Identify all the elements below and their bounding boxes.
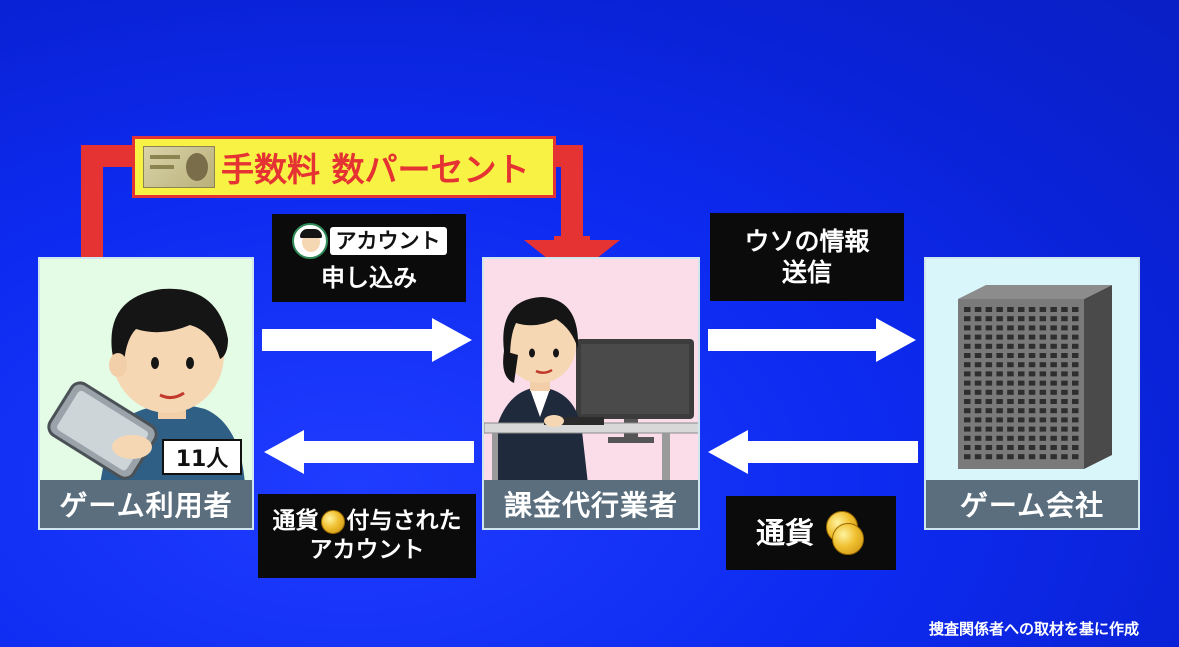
office-building-icon: [958, 285, 1112, 469]
currency-box: 通貨: [726, 496, 896, 570]
granted-account-box: 通貨 付与された アカウント: [258, 494, 476, 578]
game-user-panel: 11人 ゲーム利用者: [38, 257, 254, 530]
arrow-agent-to-company: [708, 318, 916, 362]
coins-icon: [822, 511, 866, 555]
source-caption: 捜査関係者への取材を基に作成: [928, 620, 1139, 638]
granted-text: 付与された: [346, 508, 462, 535]
user-avatar-icon: [291, 223, 328, 259]
fee-banner: 手数料 数パーセント: [132, 136, 556, 198]
fee-banner-text: 手数料 数パーセント: [221, 150, 530, 189]
false-info-line1: ウソの情報: [744, 226, 870, 256]
agent-at-computer-illustration: [484, 297, 698, 484]
billing-agent-label: 課金代行業者: [484, 480, 698, 528]
banknote-icon: [143, 146, 215, 188]
granted-currency-text: 通貨: [272, 508, 319, 535]
false-info-box: ウソの情報 送信: [710, 213, 904, 301]
currency-text: 通貨: [755, 515, 814, 550]
game-user-label: ゲーム利用者: [40, 480, 252, 528]
apply-text: 申し込み: [321, 264, 417, 292]
game-company-label: ゲーム会社: [926, 480, 1138, 528]
arrow-company-to-agent: [708, 430, 918, 474]
apply-box: アカウント 申し込み: [272, 214, 466, 302]
coin-icon: [320, 509, 345, 534]
granted-account-text: アカウント: [309, 537, 425, 563]
game-company-panel: ゲーム会社: [924, 257, 1140, 530]
user-count-badge: 11人: [162, 439, 242, 475]
billing-agent-panel: 課金代行業者: [482, 257, 700, 530]
account-tag: アカウント: [329, 226, 447, 256]
false-info-line2: 送信: [781, 258, 832, 287]
arrow-agent-to-user: [264, 430, 474, 474]
arrow-user-to-agent: [262, 318, 472, 362]
